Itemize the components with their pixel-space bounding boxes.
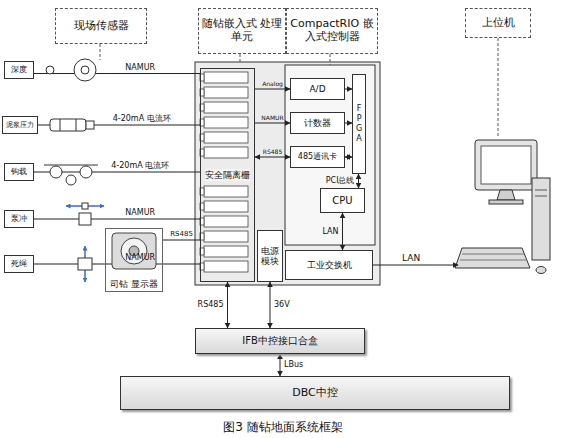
signal-label: LAN [402, 253, 420, 263]
node-text: IFB中控接口合盒 [242, 335, 318, 347]
connector [255, 123, 290, 124]
connector-label: NAMUR [261, 115, 283, 121]
connector [34, 219, 200, 220]
lan-wire [373, 265, 458, 266]
pressure-sensor-symbol [50, 119, 94, 131]
sensor-box: 泵冲 [4, 210, 34, 228]
node-text: CPU [332, 195, 352, 207]
module-box: A/D [290, 78, 345, 100]
connector [280, 354, 281, 376]
node-text: 深度 [11, 65, 27, 74]
node-text: 现场传感器 [74, 20, 129, 33]
module-box: 485通讯卡 [290, 146, 345, 168]
node-text: 电源 模块 [258, 246, 282, 267]
node-text: DBC中控 [292, 387, 338, 400]
connector [34, 73, 200, 74]
controller-box: DBC中控 [120, 376, 510, 410]
host-computer-symbol [455, 140, 550, 274]
node-text: CompactRIO 嵌入式控制器 [287, 18, 377, 43]
module-box: 计数器 [290, 112, 345, 134]
callout-box: 随钻嵌入式 处理单元 [198, 8, 286, 54]
callout-box: CompactRIO 嵌入式控制器 [286, 8, 378, 54]
node-text: 死绳 [11, 259, 27, 268]
fpga-box: FPGA [352, 74, 366, 174]
connector-label: RS485 [170, 231, 193, 238]
node-text: 钩载 [11, 167, 27, 176]
node-text: A/D [309, 84, 325, 94]
connector [345, 123, 352, 124]
connector [227, 282, 228, 328]
sensor-box: 深度 [4, 61, 34, 79]
depth-sensor-symbol [46, 59, 96, 81]
connector [345, 89, 352, 90]
pump-stroke-sensor-symbol [66, 203, 104, 225]
connector-label: NAMUR [125, 64, 155, 72]
sensor-box: 死绳 [4, 255, 34, 273]
switch-box: 工业交换机 [285, 250, 373, 280]
node-text: 工业交换机 [307, 260, 352, 270]
connector-label: RS485 [263, 149, 282, 155]
connector-label: 4-20mA 电流环 [111, 162, 169, 170]
connector-label: 4-20mA 电流环 [113, 115, 171, 123]
connector-label: LBus [284, 361, 303, 369]
connector [163, 240, 200, 241]
figure-caption: 图3 随钻地面系统框架 [0, 419, 566, 436]
connector [358, 174, 359, 188]
node-text: 安全隔离栅 [205, 169, 250, 181]
driller-display-symbol [112, 233, 156, 269]
node-text: 计数器 [304, 118, 331, 128]
connector-label: Analog [262, 81, 283, 87]
interface-box: IFB中控接口合盒 [195, 328, 365, 354]
node-text: FPGA [354, 104, 363, 144]
cpu-box: CPU [320, 188, 365, 213]
connector-label: NAMUR [125, 209, 155, 217]
connector-label: PCI总线 [326, 177, 355, 185]
sensor-box: 泥浆压力 [2, 116, 38, 134]
connector-label: 36V [274, 301, 290, 309]
isolation-barrier: 安全隔离栅 [200, 68, 255, 282]
connector-label: RS485 [198, 301, 224, 309]
connector [345, 157, 352, 158]
callout-box: 现场传感器 [55, 8, 147, 44]
processing-unit-frame [195, 62, 380, 285]
connector [255, 89, 290, 90]
node-text: 泥浆压力 [6, 121, 34, 129]
node-text: 上位机 [482, 17, 515, 30]
deadline-sensor-symbol [78, 246, 92, 282]
connector [270, 282, 271, 328]
node-text: 485通讯卡 [298, 152, 337, 161]
compactrio-frame [285, 65, 375, 245]
connector [342, 213, 343, 250]
node-text: 泵冲 [11, 214, 27, 223]
connector-label: NAMUR [125, 254, 155, 262]
sensor-box: 钩载 [4, 163, 34, 181]
hookload-sensor-symbol [44, 165, 98, 185]
connector [255, 157, 290, 158]
node-text: 随钻嵌入式 处理单元 [199, 18, 285, 43]
callout-box: 上位机 [465, 8, 531, 38]
power-box: 电源 模块 [257, 230, 283, 282]
connector-label: LAN [322, 228, 338, 236]
node-text: 司钻 显示器 [110, 279, 158, 289]
